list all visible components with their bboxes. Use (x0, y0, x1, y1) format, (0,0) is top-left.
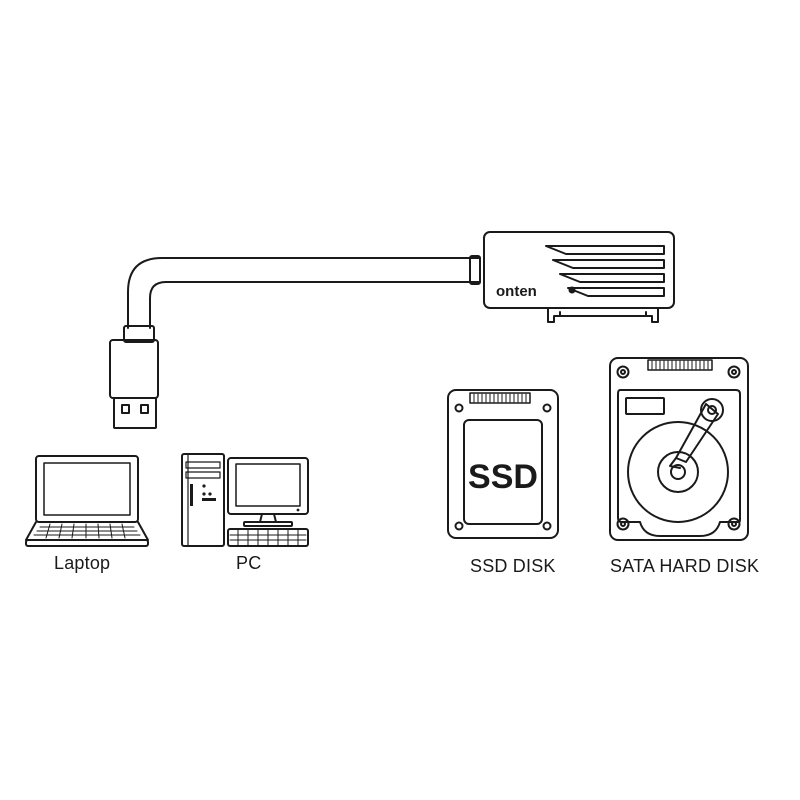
ssd-disk-label: SSD DISK (470, 556, 556, 576)
pc-label: PC (236, 553, 262, 573)
ssd-face-label: SSD (468, 458, 538, 496)
usb-plug-icon (109, 325, 159, 429)
sata-adapter (483, 231, 675, 323)
adapter-brand-text: onten (496, 283, 537, 300)
hdd-icon (609, 357, 749, 541)
laptop-label: Laptop (54, 553, 111, 573)
usb-cable (127, 255, 481, 329)
laptop-icon (25, 455, 149, 547)
pc-icon (181, 453, 309, 547)
sata-hard-disk-label: SATA HARD DISK (610, 556, 760, 576)
ssd-icon (447, 389, 559, 539)
